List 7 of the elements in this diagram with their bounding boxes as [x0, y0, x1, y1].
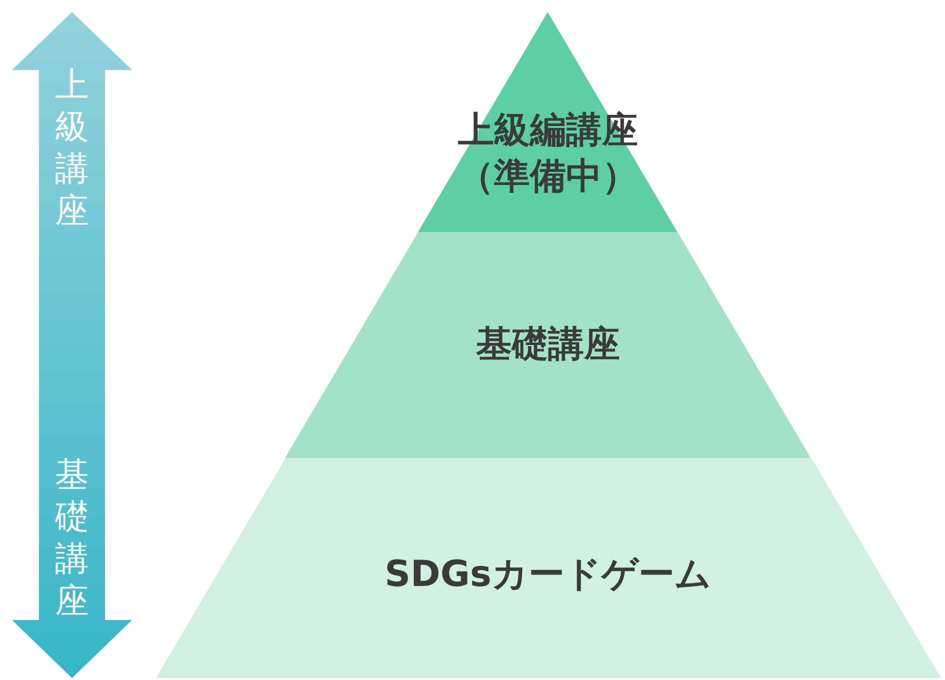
- tier-label: SDGsカードゲーム: [384, 553, 712, 597]
- pyramid-top-tier: [418, 12, 678, 232]
- pyramid-middle-tier: [285, 232, 811, 458]
- tier-label: 基礎講座: [474, 323, 621, 367]
- arrow-label: 上級講座: [54, 64, 90, 232]
- arrow-label: 基礎講座: [54, 454, 90, 622]
- pyramid-base-tier: [156, 458, 940, 678]
